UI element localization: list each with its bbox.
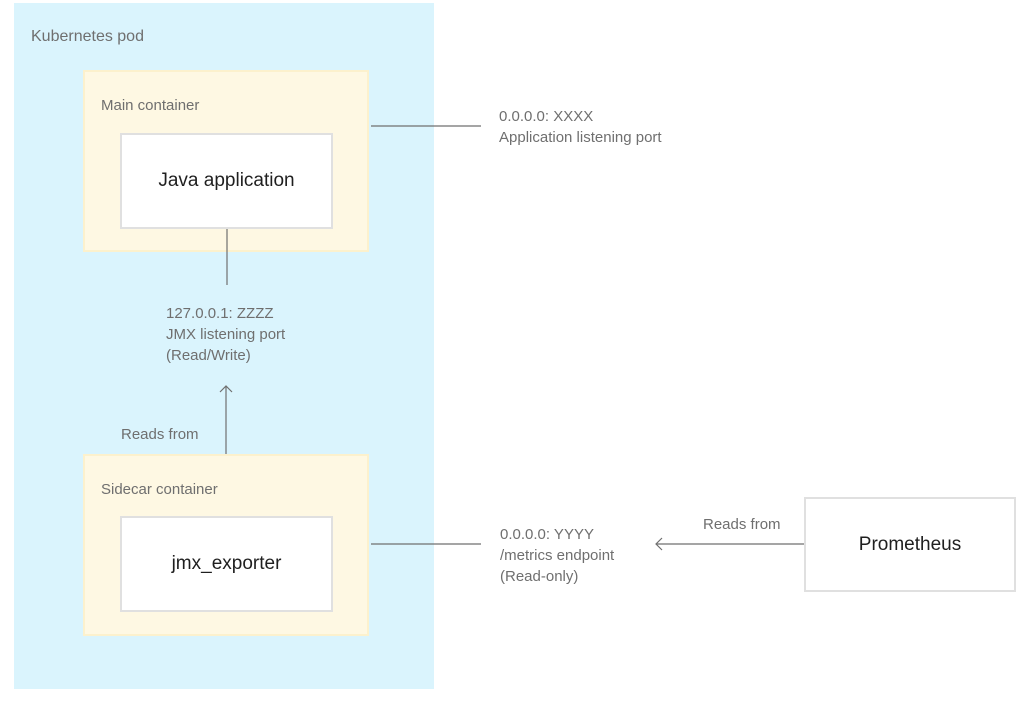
jmx-port-address: 127.0.0.1: ZZZZ bbox=[166, 305, 274, 322]
metrics-address: 0.0.0.0: YYYY bbox=[500, 526, 594, 543]
pod-label: Kubernetes pod bbox=[31, 28, 144, 45]
app-port-description: Application listening port bbox=[499, 129, 662, 146]
java-application-box: Java application bbox=[120, 133, 333, 229]
metrics-endpoint-note: 0.0.0.0: YYYY /metrics endpoint (Read-on… bbox=[500, 524, 614, 587]
prometheus-reads-from-label: Reads from bbox=[703, 516, 781, 533]
jmx-port-access: (Read/Write) bbox=[166, 347, 251, 364]
prometheus-box: Prometheus bbox=[804, 497, 1016, 592]
jmx-port-description: JMX listening port bbox=[166, 326, 286, 343]
metrics-access: (Read-only) bbox=[500, 568, 579, 585]
prometheus-read-arrowhead bbox=[655, 537, 663, 551]
jmx-port-note: 127.0.0.1: ZZZZ JMX listening port (Read… bbox=[166, 303, 285, 366]
main-container-label: Main container bbox=[101, 97, 200, 114]
app-port-note: 0.0.0.0: XXXX Application listening port bbox=[499, 106, 662, 148]
app-port-address: 0.0.0.0: XXXX bbox=[499, 108, 594, 125]
metrics-endpoint-path: /metrics endpoint bbox=[500, 547, 615, 564]
sidecar-reads-from-label: Reads from bbox=[121, 426, 199, 443]
sidecar-container-label: Sidecar container bbox=[101, 481, 218, 498]
jmx-exporter-box: jmx_exporter bbox=[120, 516, 333, 612]
